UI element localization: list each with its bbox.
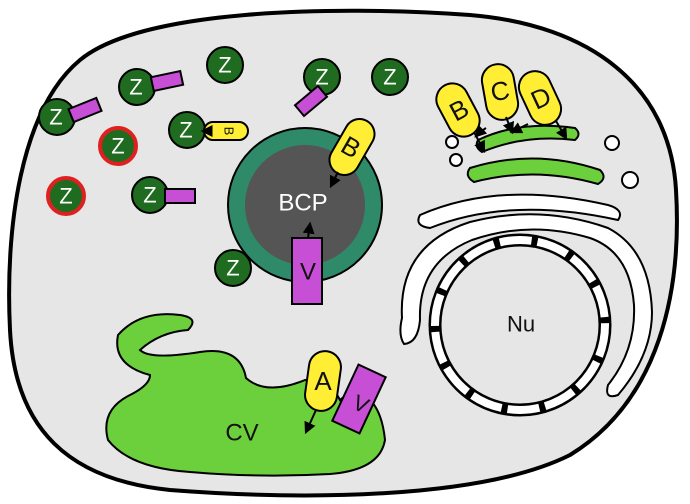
cv-label: CV	[225, 420, 258, 447]
d-protein-golgi	[517, 70, 563, 126]
a-label-cv: A	[314, 366, 332, 396]
z-label: Z	[179, 118, 192, 143]
v-protein-bcp	[291, 237, 323, 305]
z-label: Z	[59, 184, 72, 209]
v-label-bcp: V	[300, 259, 316, 286]
golgi-cisterna-lower	[466, 157, 605, 186]
v-tag	[164, 188, 196, 204]
z-label: Z	[218, 53, 231, 78]
golgi-vesicle	[621, 171, 639, 189]
er-cisterna-outer	[399, 213, 654, 398]
z-label: Z	[383, 65, 396, 90]
v-tag	[293, 84, 329, 118]
v-tag	[67, 96, 103, 124]
nucleus-label: Nu	[507, 312, 535, 337]
z-particle	[214, 249, 252, 287]
arrow-d-to-c	[509, 122, 529, 134]
arrow-b-to-bcp	[329, 171, 341, 189]
z-label: Z	[143, 183, 156, 208]
c-protein-golgi	[480, 63, 520, 121]
z-particle	[371, 58, 409, 96]
v-tag	[149, 69, 185, 93]
a-protein-cv	[304, 350, 342, 412]
arrow-d-to-golgi	[555, 120, 568, 141]
golgi-vesicle	[604, 135, 620, 151]
z-particle-ringed	[46, 176, 86, 216]
z-label: Z	[111, 134, 124, 159]
b-protein-golgi	[435, 82, 481, 138]
golgi-vesicle	[445, 135, 459, 149]
z-label: Z	[226, 256, 239, 281]
bcp-label: BCP	[278, 190, 327, 217]
z-particle	[206, 46, 244, 84]
z-label: Z	[129, 75, 142, 100]
z-label: Z	[315, 65, 328, 90]
z-label: Z	[49, 105, 62, 130]
b-tag-label: B	[222, 127, 237, 136]
arrow-v-to-bcp	[302, 221, 315, 239]
z-particle-ringed	[98, 126, 138, 166]
v-protein-cv	[330, 363, 388, 435]
c-label-golgi: C	[488, 75, 512, 108]
nucleus-envelope-pores	[431, 236, 609, 414]
arrow-c-to-b	[474, 124, 488, 138]
arrow-a-to-cv	[304, 409, 317, 435]
golgi-vesicle	[449, 153, 463, 167]
er-cisterna-upper	[417, 193, 621, 230]
